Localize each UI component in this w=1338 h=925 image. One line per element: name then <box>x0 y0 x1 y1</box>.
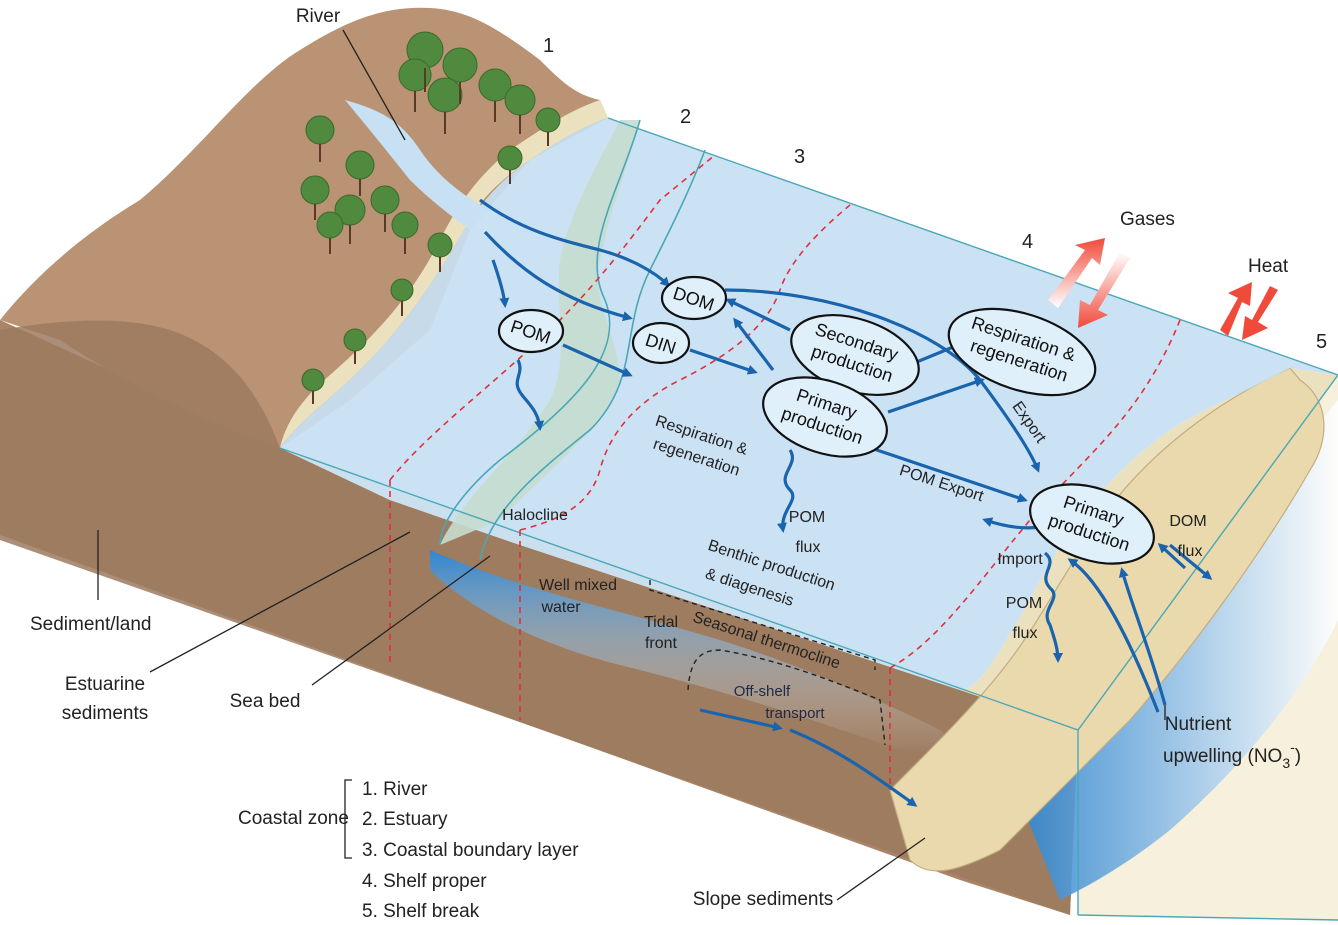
legend-item-4: 4. Shelf proper <box>362 871 487 892</box>
zone-number-1: 1 <box>543 35 554 57</box>
node-dom: DOM <box>660 275 728 321</box>
label-slope-sediments: Slope sediments <box>693 889 833 910</box>
legend-item-1: 1. River <box>362 779 428 800</box>
trees <box>300 31 561 404</box>
label-pom-flux-right-2: flux <box>1013 625 1038 642</box>
legend-group-label: Coastal zone <box>238 808 349 829</box>
zone-number-3: 3 <box>794 146 805 168</box>
node-primary-production-shelf: Primary production <box>1029 483 1155 565</box>
label-off-shelf-2: transport <box>765 705 825 722</box>
river-channel <box>345 100 490 230</box>
label-river: River <box>296 6 341 27</box>
heat-arrows <box>1220 282 1278 340</box>
label-pom-flux-mid-1: POM <box>789 509 825 526</box>
node-pom: POM <box>497 308 565 354</box>
zone-number-4: 4 <box>1022 231 1033 253</box>
label-dom-flux-1: DOM <box>1169 513 1206 530</box>
leader-lines <box>97 29 1166 901</box>
estuary-lines <box>439 119 706 561</box>
node-din: DIN <box>631 321 691 365</box>
zone-number-2: 2 <box>680 106 691 128</box>
label-sea-bed: Sea bed <box>230 691 301 712</box>
label-well-mixed-2: water <box>540 599 581 616</box>
label-nutrient-2: upwelling (NO3-) <box>1163 739 1301 771</box>
label-well-mixed-1: Well mixed <box>539 577 617 594</box>
label-import: Import <box>997 551 1043 568</box>
estuary-band <box>440 120 640 545</box>
label-nutrient-sub: 3 <box>1282 755 1290 771</box>
label-tidal-front-2: front <box>645 635 678 652</box>
legend-item-3: 3. Coastal boundary layer <box>362 840 579 861</box>
water-box-edge <box>279 117 1338 921</box>
gases-arrows <box>1048 238 1130 328</box>
label-estuarine-1: Estuarine <box>65 674 145 695</box>
legend-item-2: 2. Estuary <box>362 809 448 830</box>
legend-item-5: 5. Shelf break <box>362 901 480 922</box>
label-nutrient-close: ) <box>1295 746 1301 767</box>
zone-number-5: 5 <box>1316 331 1327 353</box>
shelf-slope <box>889 367 1325 872</box>
label-off-shelf-1: Off-shelf <box>734 683 791 700</box>
label-nutrient-1: Nutrient <box>1165 714 1232 735</box>
label-nutrient-sup: - <box>1290 739 1295 755</box>
label-halocline: Halocline <box>502 507 568 524</box>
label-tidal-front-1: Tidal <box>644 614 678 631</box>
label-sediment-land: Sediment/land <box>30 614 151 635</box>
node-primary-production: Primary production <box>762 376 888 458</box>
node-respiration-regeneration: Respiration & regeneration <box>947 307 1097 397</box>
deep-water-band <box>430 550 947 754</box>
flow-arrows <box>479 198 1213 807</box>
label-pom-flux-mid-2: flux <box>796 539 821 556</box>
label-estuarine-2: sediments <box>62 703 149 724</box>
beach-strip <box>280 100 608 448</box>
label-pom-flux-right-1: POM <box>1006 595 1042 612</box>
label-gases: Gases <box>1120 209 1175 230</box>
label-heat: Heat <box>1248 256 1289 277</box>
label-nutrient-2-main: upwelling (NO <box>1163 746 1282 767</box>
legend: Coastal zone 1. River 2. Estuary 3. Coas… <box>238 779 579 922</box>
label-dom-flux-2: flux <box>1178 543 1203 560</box>
thermocline-lines <box>649 580 886 746</box>
